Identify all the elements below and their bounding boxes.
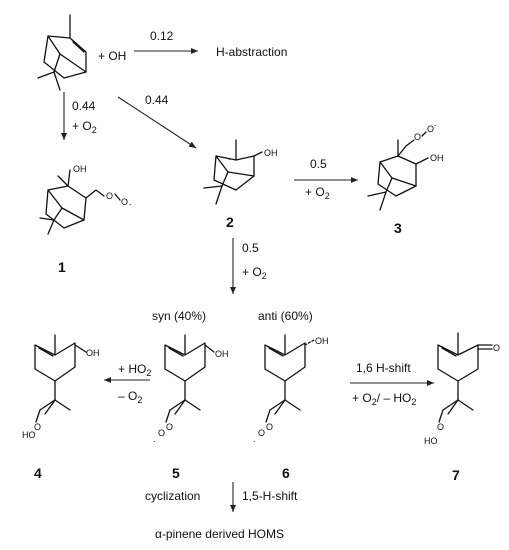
rate-to-3: 0.5 <box>310 157 327 171</box>
c1-o2: O <box>121 197 128 207</box>
final-product-label: α-pinene derived HOMS <box>155 527 284 541</box>
arrow-to-homs: cyclization 1,5-H-shift <box>145 482 298 512</box>
c7-o: O <box>437 422 444 432</box>
h-abstraction-arrow: 0.12 <box>134 29 198 54</box>
c7-ketone-o: O <box>493 343 500 353</box>
shift-16-reagents: + O2/ – HO2 <box>352 391 416 407</box>
c5-oh: OH <box>215 349 229 359</box>
ho2-reagent: + HO2 <box>118 362 151 378</box>
c1-radical: . <box>129 197 132 207</box>
shift-16-label: 1,6 H-shift <box>356 361 411 375</box>
compound-4-structure: OH HO O <box>22 334 100 440</box>
c6-radical: . <box>253 434 256 444</box>
c7-ho: HO <box>424 436 438 446</box>
compound-3-number: 3 <box>394 220 402 236</box>
c2-oh: OH <box>264 148 278 158</box>
rate-to-2: 0.44 <box>145 93 169 107</box>
c4-o: O <box>34 422 41 432</box>
c6-oh: OH <box>315 336 329 346</box>
c5-radical: . <box>153 434 156 444</box>
o2-to-1: + O2 <box>72 119 97 135</box>
c1-oh: OH <box>73 164 87 174</box>
o2-loss: – O2 <box>118 389 142 405</box>
arrow-5-to-4: + HO2 – O2 <box>104 362 151 405</box>
o2-to-3: + O2 <box>305 185 330 201</box>
h-abstraction-rate: 0.12 <box>150 29 174 43</box>
rate-to-1: 0.44 <box>72 99 96 113</box>
c3-oh: OH <box>430 153 444 163</box>
plus-oh-label: + OH <box>98 49 126 63</box>
compound-1-structure: OH O O . <box>39 164 132 235</box>
c3-radical: . <box>434 118 437 128</box>
h15-shift-label: 1,5-H-shift <box>242 489 298 503</box>
c4-oh: OH <box>86 348 100 358</box>
h-abstraction-label: H-abstraction <box>216 45 287 59</box>
compound-6-number: 6 <box>282 465 290 481</box>
c4-ho: HO <box>22 430 36 440</box>
c6-o1: O <box>258 428 265 438</box>
c2-radical: . <box>228 152 231 162</box>
c6-o2: O <box>266 422 273 432</box>
rate-down-2: 0.5 <box>242 241 259 255</box>
compound-6-structure: OH O O . <box>253 334 329 444</box>
c1-o1: O <box>106 191 113 201</box>
compound-7-structure: O HO O <box>424 332 500 446</box>
c3-o2: O <box>427 124 434 134</box>
arrow-6-to-7: 1,6 H-shift + O2/ – HO2 <box>350 361 434 407</box>
cyclization-label: cyclization <box>145 489 200 503</box>
arrow-2-down: 0.5 + O2 <box>230 238 267 294</box>
arrow-to-compound-2: 0.44 <box>117 93 197 149</box>
syn-branch-label: syn (40%) <box>152 309 206 323</box>
c3-o1: O <box>414 132 421 142</box>
c5-o1: O <box>158 428 165 438</box>
o2-down-2: + O2 <box>242 265 267 281</box>
compound-5-number: 5 <box>172 465 180 481</box>
arrow-to-compound-1: 0.44 + O2 <box>61 92 97 140</box>
compound-1-number: 1 <box>58 259 66 275</box>
compound-4-number: 4 <box>34 465 42 481</box>
arrow-2-to-3: 0.5 + O2 <box>294 157 358 201</box>
compound-3-structure: O O . OH <box>367 118 444 211</box>
compound-2-number: 2 <box>226 214 234 230</box>
compound-2-structure: . OH <box>203 139 278 205</box>
compound-7-number: 7 <box>452 467 460 483</box>
anti-branch-label: anti (60%) <box>258 309 313 323</box>
compound-5-structure: OH O O . <box>153 334 229 444</box>
alpha-pinene-structure <box>37 14 87 91</box>
c5-o2: O <box>166 422 173 432</box>
